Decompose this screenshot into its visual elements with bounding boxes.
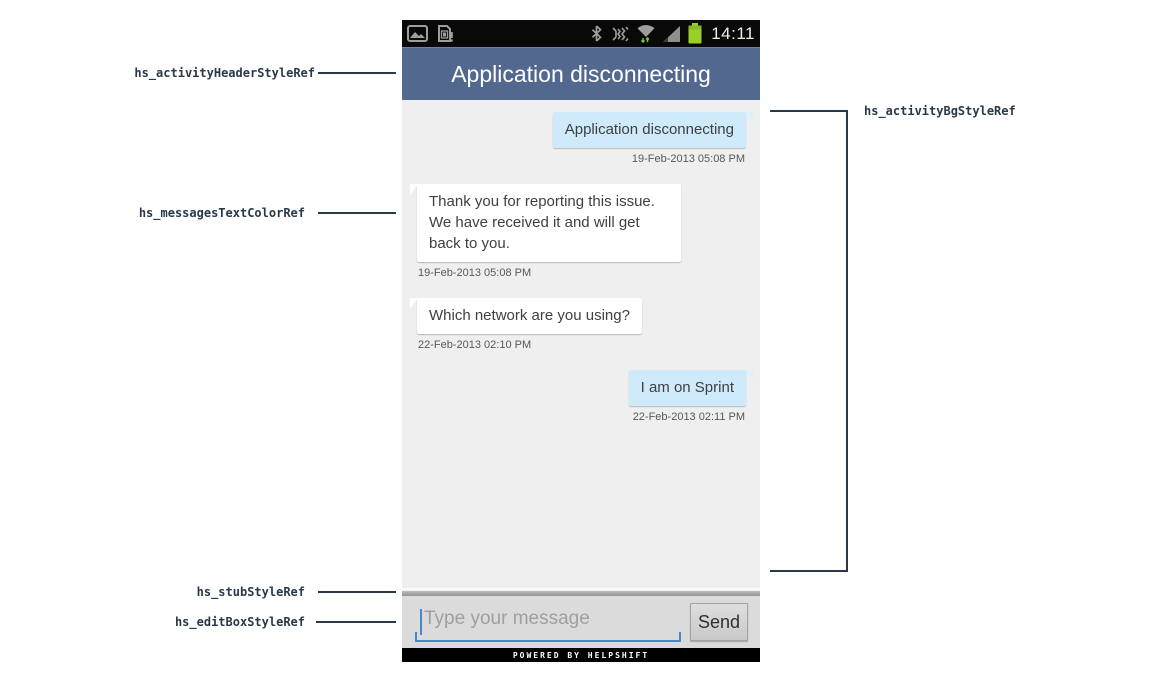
message-row: Application disconnecting 19-Feb-2013 05… [417, 112, 753, 165]
annotation-edit-box-style: hs_editBoxStyleRef [174, 615, 305, 629]
user-message-bubble: Application disconnecting [552, 112, 753, 148]
edit-box [415, 602, 681, 642]
battery-icon [688, 23, 702, 44]
conversation-area[interactable]: Application disconnecting 19-Feb-2013 05… [402, 100, 760, 588]
activity-title: Application disconnecting [451, 60, 711, 87]
signal-icon [663, 25, 681, 42]
bubble-tail [745, 370, 753, 381]
message-row: Which network are you using? 22-Feb-2013… [410, 298, 746, 351]
message-timestamp: 19-Feb-2013 05:08 PM [631, 153, 745, 165]
message-text: Application disconnecting [564, 121, 734, 138]
annotation-line [318, 72, 396, 74]
bluetooth-icon [592, 25, 602, 42]
gallery-icon [407, 25, 428, 42]
message-timestamp: 22-Feb-2013 02:11 PM [632, 411, 745, 423]
annotation-stub-style: hs_stubStyleRef [196, 585, 305, 599]
annotation-messages-text-color: hs_messagesTextColorRef [138, 206, 305, 220]
annotation-bracket-vertical [846, 110, 848, 572]
sim-alert-icon [438, 25, 453, 42]
bubble-tail [410, 184, 418, 195]
user-message-bubble: I am on Sprint [628, 370, 753, 406]
status-bar: 14:11 [402, 20, 760, 47]
annotation-bracket-bottom [770, 570, 848, 572]
message-timestamp: 19-Feb-2013 05:08 PM [418, 267, 532, 279]
bubble-tail [745, 112, 753, 123]
message-text: I am on Sprint [640, 379, 734, 396]
annotation-line [318, 591, 396, 593]
text-cursor [420, 609, 422, 635]
composer-bar: Send [402, 596, 760, 648]
activity-header: Application disconnecting [402, 47, 760, 100]
annotation-activity-header-style: hs_activityHeaderStyleRef [134, 66, 315, 80]
message-text: Thank you for reporting this issue. We h… [429, 193, 655, 252]
message-text: Which network are you using? [429, 307, 630, 324]
powered-by-footer: POWERED BY HELPSHIFT [402, 648, 760, 662]
annotation-activity-bg-style: hs_activityBgStyleRef [864, 104, 1016, 118]
message-row: I am on Sprint 22-Feb-2013 02:11 PM [417, 370, 753, 423]
mute-icon [612, 26, 629, 41]
message-input[interactable] [415, 602, 681, 640]
agent-message-bubble: Which network are you using? [410, 298, 642, 334]
agent-message-bubble: Thank you for reporting this issue. We h… [410, 184, 681, 262]
status-time: 14:11 [711, 23, 755, 43]
bubble-tail [410, 298, 418, 309]
message-timestamp: 22-Feb-2013 02:10 PM [418, 339, 532, 351]
annotation-bracket-top [770, 110, 848, 112]
message-row: Thank you for reporting this issue. We h… [410, 184, 746, 279]
stub-divider [402, 588, 760, 596]
phone-screen: 14:11 Application disconnecting Applicat… [402, 20, 760, 662]
annotation-line [318, 212, 396, 214]
wifi-icon [637, 24, 655, 43]
powered-by-text: POWERED BY HELPSHIFT [512, 650, 650, 660]
annotation-line [316, 621, 396, 623]
send-button[interactable]: Send [690, 603, 748, 641]
